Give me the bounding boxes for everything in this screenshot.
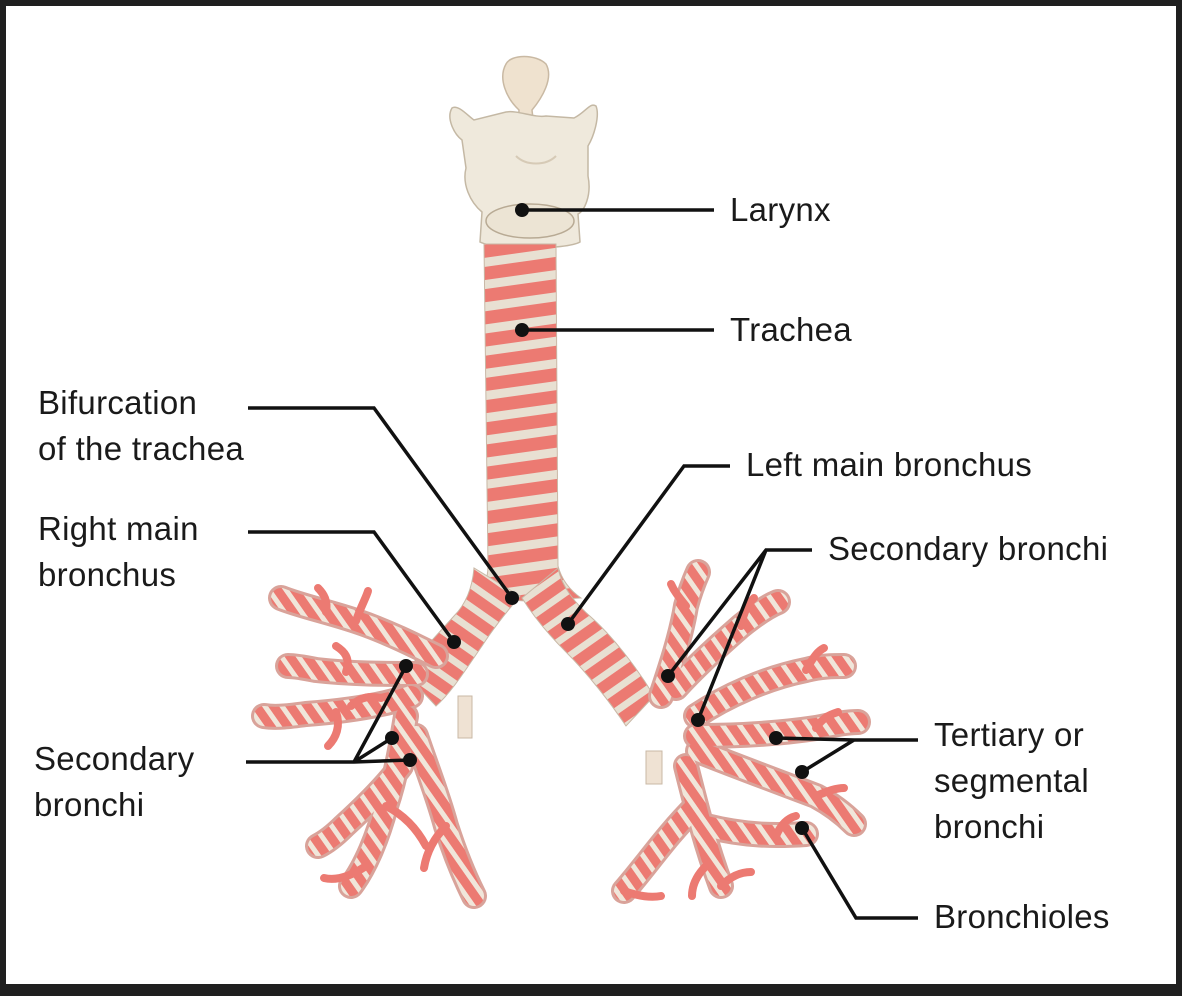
- dot-tertiary-1: [769, 731, 783, 745]
- leader-tertiary-bronchi: [775, 736, 918, 774]
- leader-left-main-bronchus: [566, 464, 730, 626]
- label-tertiary-line3: bronchi: [934, 808, 1045, 845]
- label-bifurcation-line2: of the trachea: [38, 430, 245, 467]
- respiratory-tree-illustration: [246, 55, 918, 920]
- dot-secondary-right-2: [385, 731, 399, 745]
- leader-right-main-bronchus: [248, 530, 456, 644]
- left-main-bronchus-shape: [521, 567, 663, 785]
- label-secondary-bronchi-line1: Secondary: [34, 740, 195, 777]
- larynx-shape: [449, 55, 599, 249]
- label-tertiary-bronchi: Tertiary or segmental bronchi: [934, 712, 1089, 850]
- left-bronchial-tree: [611, 559, 871, 904]
- dot-bifurcation: [505, 591, 519, 605]
- right-main-bronchus-shape: [405, 567, 521, 739]
- leader-bronchioles: [800, 827, 918, 920]
- dot-secondary-left-1: [661, 669, 675, 683]
- leader-dots: [385, 203, 809, 835]
- diagram-panel: Larynx Trachea Bifurcation of the trache…: [6, 6, 1176, 984]
- label-right-main-bronchus-line2: bronchus: [38, 556, 177, 593]
- dot-secondary-left-2: [691, 713, 705, 727]
- label-secondary-bronchi-left-lung: Secondary bronchi: [828, 530, 1109, 567]
- label-tertiary-line2: segmental: [934, 762, 1089, 799]
- label-bronchioles: Bronchioles: [934, 898, 1110, 935]
- label-larynx: Larynx: [730, 191, 831, 228]
- label-trachea: Trachea: [730, 311, 852, 348]
- dot-larynx: [515, 203, 529, 217]
- dot-right-main-bronchus: [447, 635, 461, 649]
- label-secondary-bronchi-right-lung: Secondary bronchi: [34, 736, 194, 828]
- dot-tertiary-2: [795, 765, 809, 779]
- dot-trachea: [515, 323, 529, 337]
- leader-bifurcation: [248, 406, 514, 600]
- leader-secondary-bronchi-right: [246, 665, 411, 764]
- label-tertiary-line1: Tertiary or: [934, 716, 1084, 753]
- dot-bronchioles: [795, 821, 809, 835]
- label-right-main-bronchus: Right main bronchus: [38, 506, 199, 598]
- label-bifurcation-line1: Bifurcation: [38, 384, 198, 421]
- leader-secondary-bronchi-left: [666, 548, 812, 721]
- trachea-shape: [472, 243, 583, 602]
- dot-secondary-right-1: [399, 659, 413, 673]
- leader-lines: [246, 208, 918, 920]
- label-left-main-bronchus: Left main bronchus: [746, 446, 1033, 483]
- label-secondary-bronchi-line2: bronchi: [34, 786, 145, 823]
- dot-left-main-bronchus: [561, 617, 575, 631]
- dot-secondary-right-3: [403, 753, 417, 767]
- label-right-main-bronchus-line1: Right main: [38, 510, 199, 547]
- label-bifurcation: Bifurcation of the trachea: [38, 380, 244, 472]
